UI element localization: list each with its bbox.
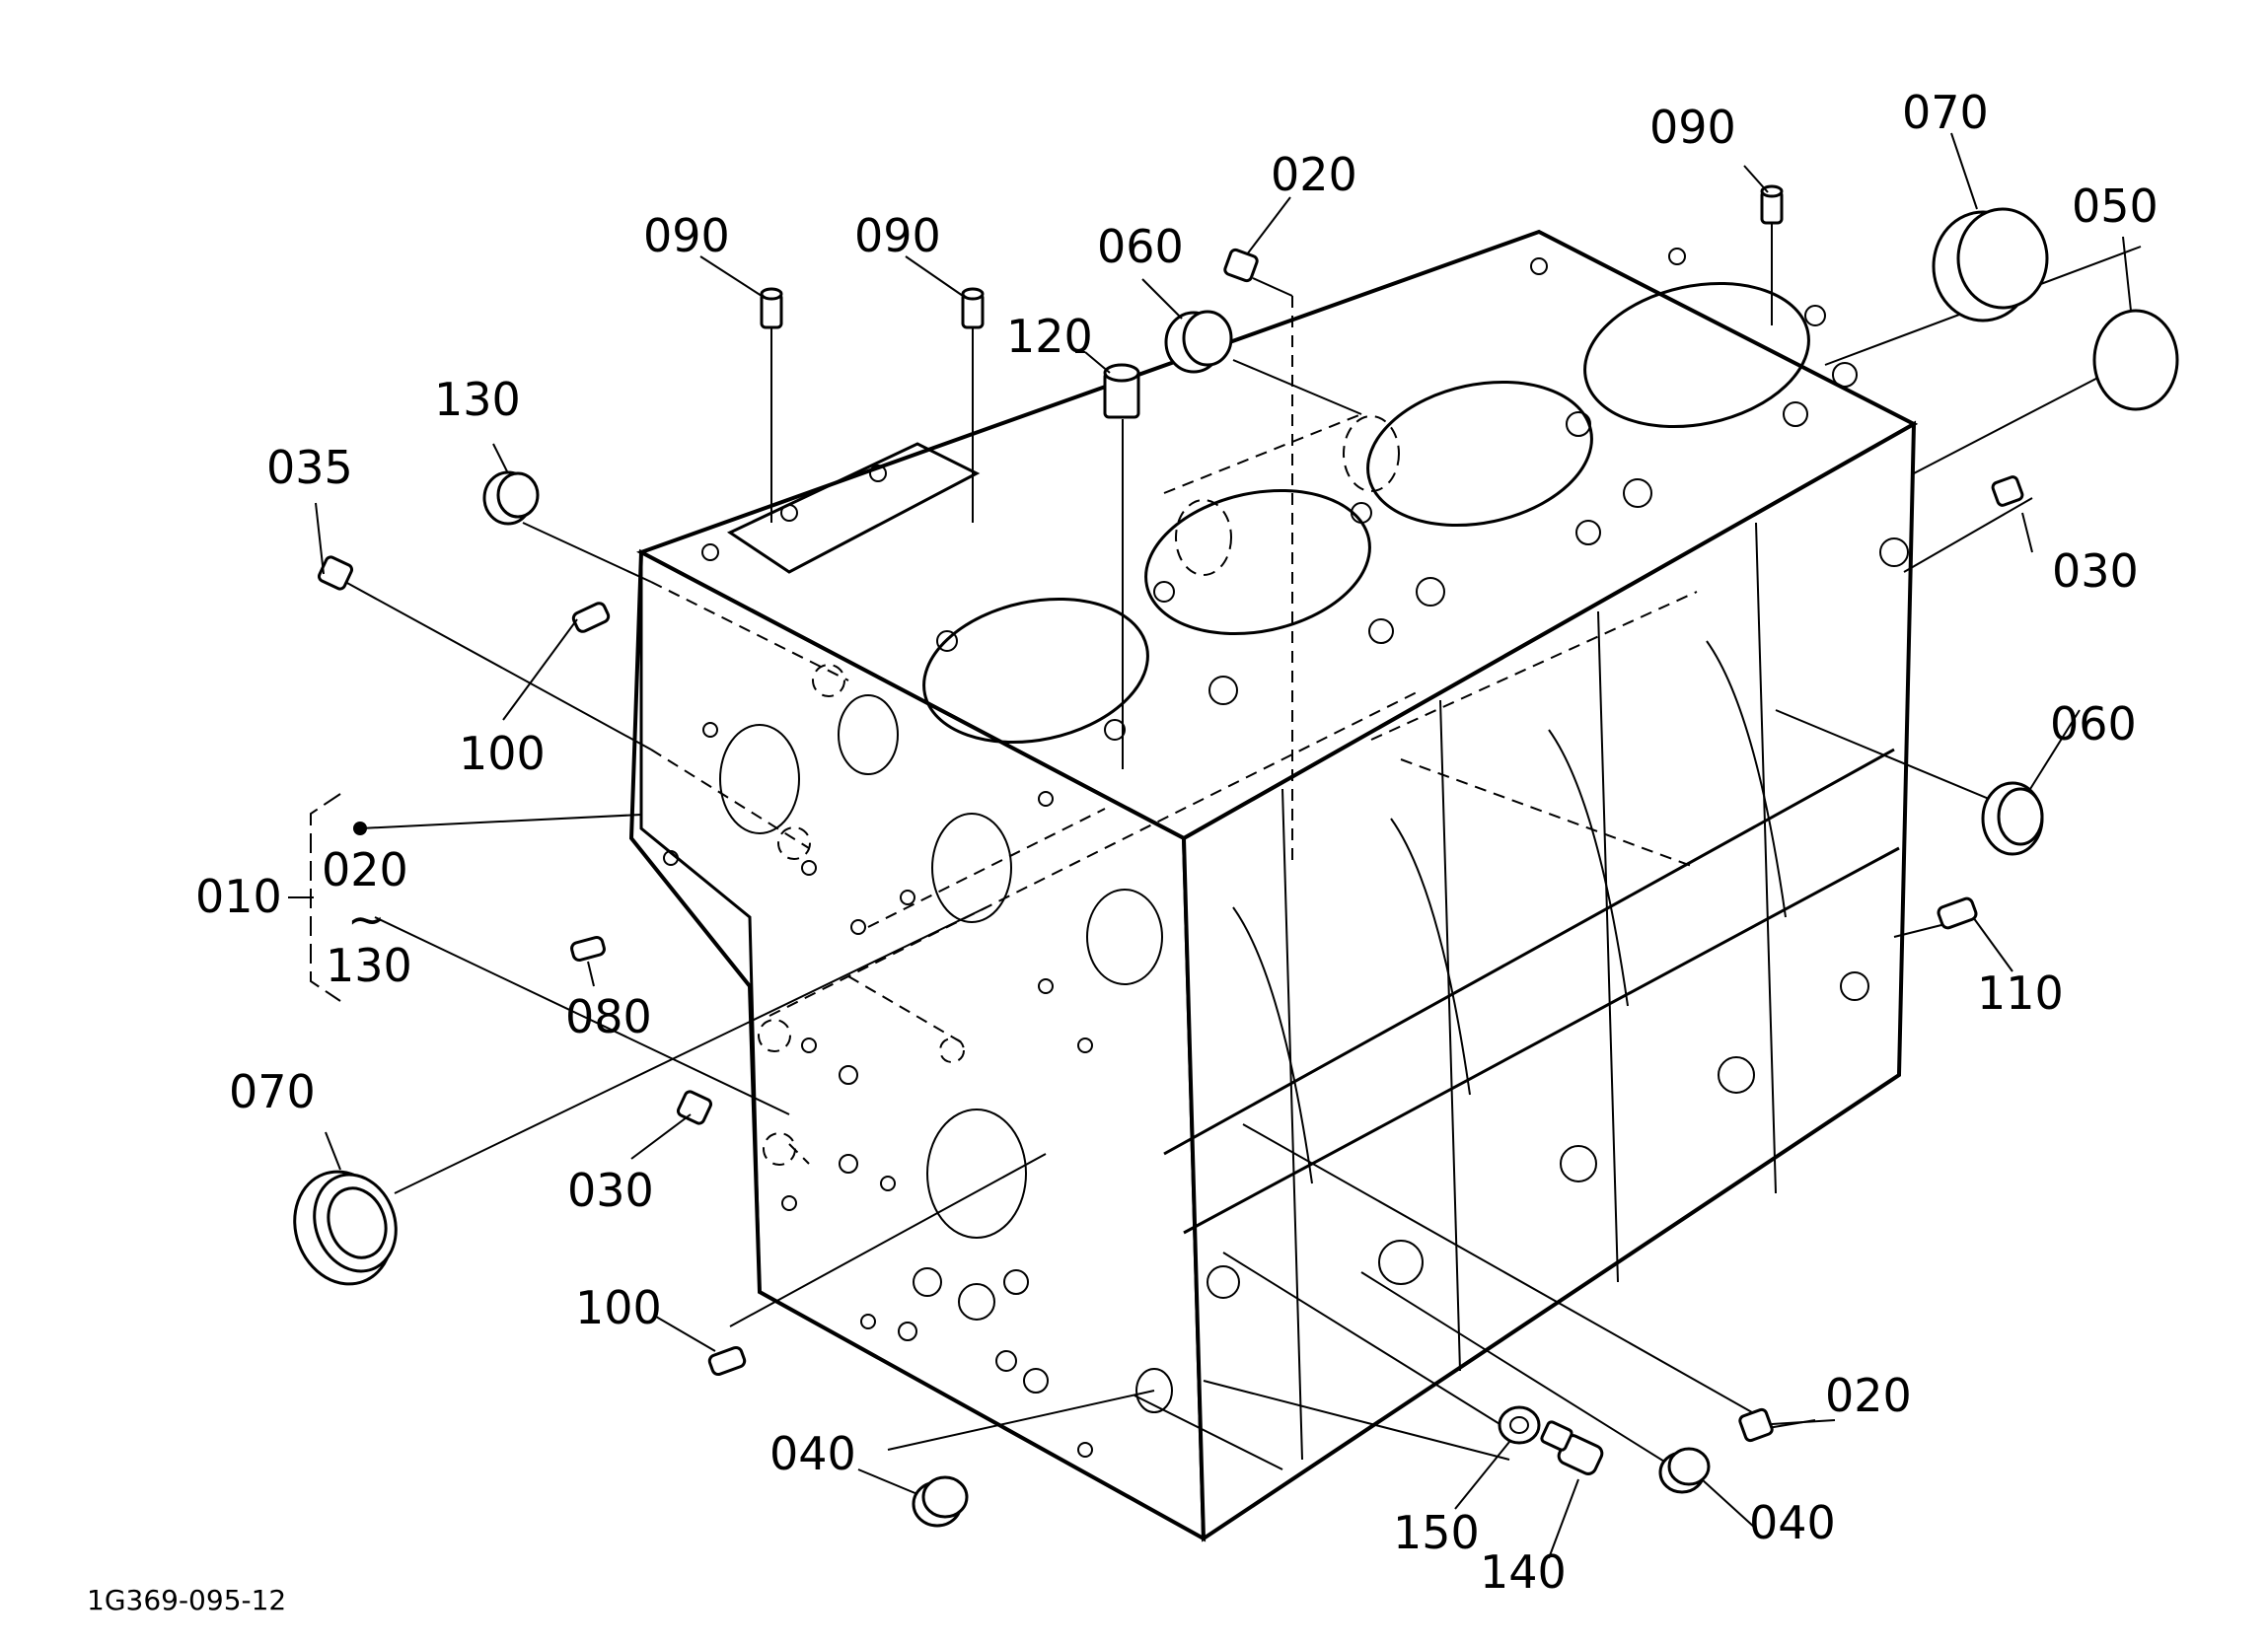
cap-040-a: [912, 1475, 969, 1528]
pin-100-a: [571, 602, 611, 633]
callout-labels: 090 090 090 020 020 070 070 050 060 060 …: [87, 86, 2158, 1616]
callout-060-b: 060: [2050, 697, 2137, 751]
drawing-code: 1G369-095-12: [87, 1584, 286, 1616]
callout-090-c: 090: [1649, 101, 1736, 154]
callout-110: 110: [1977, 966, 2064, 1020]
callout-050: 050: [2072, 179, 2158, 233]
seal-070-b: [293, 1170, 398, 1286]
screw-plug-020-b: [1738, 1407, 1774, 1443]
callout-100-a: 100: [459, 727, 546, 780]
dowel-pin-090-b: [961, 287, 985, 329]
callout-060-a: 060: [1097, 220, 1184, 273]
assembly-range-end: 130: [326, 939, 412, 992]
callout-040-b: 040: [1749, 1496, 1836, 1549]
bushing-120: [1103, 363, 1140, 419]
callout-140: 140: [1480, 1545, 1567, 1599]
callout-070-a: 070: [1902, 86, 1989, 139]
parts: [293, 184, 2179, 1528]
callout-035: 035: [266, 441, 353, 494]
cylinder-block: [628, 229, 1919, 1542]
seal-cap-070-a: [1932, 207, 2049, 322]
callout-leaders: [288, 132, 2132, 1559]
leader-lines: [344, 217, 2161, 1470]
callout-120: 120: [1006, 310, 1093, 363]
callout-090-b: 090: [854, 209, 941, 262]
callout-020-b: 020: [1825, 1369, 1912, 1422]
dowel-pin-090-c: [1760, 184, 1784, 225]
screw-plug-020-a: [1223, 248, 1259, 283]
callout-040-a: 040: [769, 1427, 856, 1480]
ring-060-b: [1981, 781, 2044, 856]
washer-150: [1498, 1405, 1541, 1445]
cap-060-a: [1164, 310, 1233, 374]
callout-100-b: 100: [575, 1281, 662, 1334]
dowel-pin-090-a: [760, 287, 783, 329]
assembly-range-tilde: ~: [347, 893, 386, 946]
assembly-number: 010: [195, 870, 282, 923]
callout-030-b: 030: [567, 1164, 654, 1217]
pin-100-b: [707, 1345, 747, 1377]
pin-080: [570, 936, 606, 962]
callout-130: 130: [434, 373, 521, 426]
plate-050: [2092, 309, 2179, 411]
callout-030-a: 030: [2052, 544, 2139, 598]
callout-020-a: 020: [1271, 148, 1357, 201]
cap-130: [482, 470, 540, 526]
callout-150: 150: [1393, 1506, 1480, 1559]
callout-090-a: 090: [643, 209, 730, 262]
cap-040-b: [1658, 1447, 1711, 1494]
pin-110: [1937, 896, 1978, 930]
callout-080: 080: [565, 990, 652, 1043]
assembly-range-start: 020: [322, 843, 408, 896]
callout-070-b: 070: [229, 1065, 316, 1118]
screw-plug-030-a: [1991, 475, 2024, 507]
screw-plug-030-b: [676, 1090, 713, 1125]
bolt-140: [1540, 1420, 1604, 1475]
